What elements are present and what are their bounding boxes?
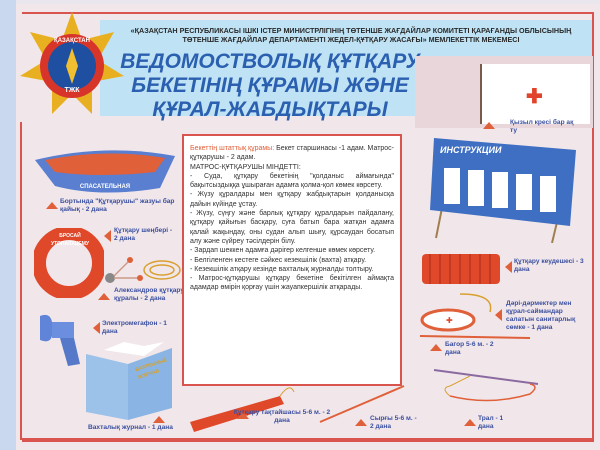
svg-text:ҚАЗАҚСТАН: ҚАЗАҚСТАН	[54, 38, 90, 44]
logbook-label: Вахталық журнал - 1 дана	[88, 424, 173, 431]
left-strip	[0, 0, 16, 450]
title-line: БЕКЕТІНІҢ ҚҰРАМЫ ЖӘНЕ	[131, 74, 409, 97]
duty-item: - Зардап шеккен адамға дәрігер келгенше …	[190, 247, 376, 255]
frame-left-line	[20, 122, 22, 440]
duties-heading: МАТРОС-ҚҰТҚАРУШЫ МІНДЕТТІ:	[190, 163, 301, 171]
duty-item: - Жүзу құралдары мен құтқару жабдықтарын…	[190, 191, 394, 208]
duty-item: - Кезекшілік атқару кезінде вахталық жур…	[190, 265, 374, 273]
alexandrov-label: Александров құтқару құралы - 2 дана	[114, 287, 185, 302]
trawl-illustration	[433, 369, 539, 402]
svg-text:СПАСАТЕЛЬНАЯ: СПАСАТЕЛЬНАЯ	[80, 184, 130, 190]
duties-text-box: Бекеттің штаттық құрамы: Бекет старшинас…	[182, 134, 402, 386]
megaphone-label: Электромегафон - 1 дана	[102, 320, 167, 335]
alexandrov-device-illustration	[105, 257, 181, 283]
pointer-icon	[104, 230, 111, 242]
white-flag-red-cross	[480, 64, 590, 124]
duty-item: - Матрос-құтқарушы құтқару бекетіне бекі…	[190, 275, 394, 292]
trawl-label: Трал - 1 дана	[478, 415, 504, 430]
pointer-icon	[355, 419, 367, 426]
logbook-illustration	[86, 342, 172, 420]
boat-illustration: СПАСАТЕЛЬНАЯ	[35, 150, 175, 193]
poster-frame	[22, 12, 594, 442]
instructions-board-title: ИНСТРУКЦИИ	[440, 145, 502, 155]
staff-label: Бекеттің штаттық құрамы:	[190, 145, 275, 152]
life-ring-label: Құтқару шеңбері - 2 дана	[114, 227, 173, 242]
red-cross-icon: ✚	[526, 86, 543, 108]
life-vest-label: Құтқару кеудешесі - 3 дана	[514, 258, 584, 273]
pointer-icon	[153, 416, 165, 423]
pointer-icon	[93, 322, 100, 334]
boat-hook-illustration	[420, 335, 531, 339]
pointer-icon	[495, 309, 502, 321]
boat-hook-label: Багор 5-6 м. - 2 дана	[445, 341, 494, 356]
pointer-icon	[505, 261, 512, 273]
instructions-board-illustration	[430, 138, 576, 243]
organization-name: «ҚАЗАҚСТАН РЕСПУБЛИКАСЫ ІШКІ ІСТЕР МИНИС…	[130, 26, 572, 44]
pointer-icon	[483, 122, 495, 129]
medical-bag-illustration: ✚	[420, 293, 492, 332]
title-line: ВЕДОМОСТВОЛЫҚ ҚҰТҚАРУ	[120, 50, 420, 73]
rescue-board-label: Құтқару тақтайшасы 5-6 м. - 2 дана	[233, 409, 331, 424]
flag-label: Қызыл кресі бар ақ ту	[510, 119, 574, 134]
boat-label: Бортында "Құтқарушы" жазуы бар қайық - 2…	[60, 198, 175, 213]
svg-text:ТЖК: ТЖК	[64, 87, 80, 94]
duty-item: - Жүзу, сүңгу және барлық құтқару құралд…	[190, 210, 394, 245]
frame-bottom-line	[20, 438, 594, 440]
emblem-logo: ҚАЗАҚСТАН ТЖК	[20, 12, 124, 114]
pointer-icon	[46, 202, 58, 209]
life-ring-illustration	[34, 228, 104, 298]
medical-bag-label: Дәрі-дәрмектер мен құрал-саймандар салат…	[506, 300, 576, 331]
pointer-icon	[464, 419, 476, 426]
pointer-icon	[430, 344, 442, 351]
life-ring-text: БРОСАЙ УТОПАЮЩЕМУ	[51, 233, 89, 247]
duty-item: - Белгіленген кестеге сәйкес кезекшілік …	[190, 256, 367, 264]
megaphone-illustration	[40, 314, 80, 366]
pointer-icon	[98, 293, 110, 300]
pole-label: Сырғы 5-6 м. - 2 дана	[370, 415, 417, 430]
title-line: ҚҰРАЛ-ЖАБДЫҚТАРЫ	[152, 98, 388, 121]
staff-text: Бекет старшинасы -1 адам. Матрос-құтқару…	[190, 145, 395, 162]
poster-title: ВЕДОМОСТВОЛЫҚ ҚҰТҚАРУ БЕКЕТІНІҢ ҚҰРАМЫ Ж…	[120, 50, 420, 122]
duty-item: - Суда, құтқару бекетінің "қолданыс айма…	[190, 172, 394, 190]
svg-text:✚: ✚	[446, 316, 453, 325]
life-vest-illustration	[422, 254, 500, 284]
pole-illustration	[319, 385, 405, 423]
pointer-icon	[237, 412, 249, 419]
